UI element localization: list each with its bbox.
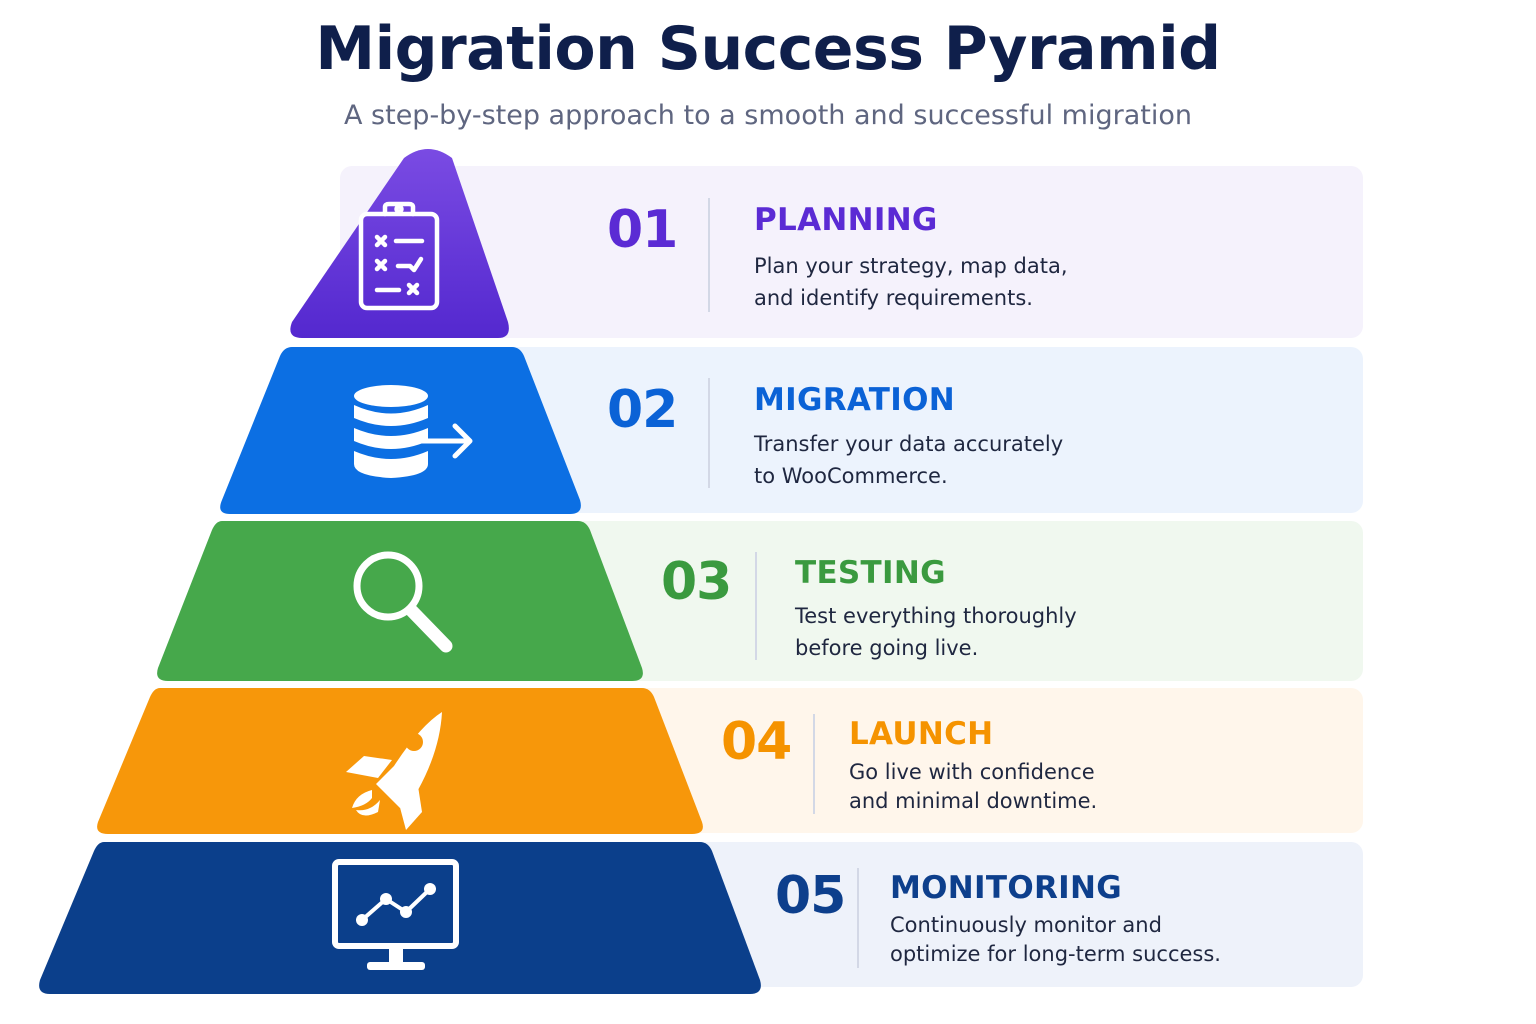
step-desc-line: and minimal downtime.	[849, 789, 1098, 813]
step-band-planning	[340, 166, 1363, 338]
pyramid-layer-testing	[157, 521, 643, 681]
step-desc-monitoring: Continuously monitor and optimize for lo…	[890, 911, 1221, 969]
step-divider	[755, 552, 757, 660]
step-divider	[857, 868, 859, 968]
step-desc-launch: Go live with confidence and minimal down…	[849, 758, 1097, 816]
step-desc-migration: Transfer your data accurately to WooComm…	[754, 428, 1063, 492]
step-divider	[813, 714, 815, 814]
step-desc-line: before going live.	[795, 636, 979, 660]
step-divider	[708, 198, 710, 312]
step-desc-line: optimize for long-term success.	[890, 942, 1221, 966]
step-desc-line: and identify requirements.	[754, 286, 1033, 310]
step-number-launch: 04	[721, 712, 792, 772]
magnifier-icon	[353, 551, 453, 653]
pyramid-layer-monitoring	[39, 842, 761, 994]
step-title-testing: TESTING	[795, 555, 946, 591]
step-desc-line: Transfer your data accurately	[754, 432, 1064, 456]
step-title-launch: LAUNCH	[849, 716, 994, 752]
step-desc-planning: Plan your strategy, map data, and identi…	[754, 250, 1068, 314]
step-band-migration	[420, 347, 1363, 513]
step-number-planning: 01	[607, 200, 678, 260]
step-title-planning: PLANNING	[754, 202, 938, 238]
step-desc-line: Go live with confidence	[849, 760, 1095, 784]
step-title-migration: MIGRATION	[754, 382, 955, 418]
step-desc-line: Plan your strategy, map data,	[754, 254, 1068, 278]
page-title: Migration Success Pyramid	[315, 14, 1221, 84]
database-transfer-icon	[354, 385, 473, 478]
rocket-icon	[346, 712, 442, 830]
pyramid-layer-migration	[220, 347, 581, 514]
step-desc-line: Test everything thoroughly	[795, 604, 1077, 628]
pyramid-layer-planning	[290, 149, 509, 338]
step-number-migration: 02	[607, 380, 678, 440]
monitor-chart-icon	[332, 859, 459, 970]
step-title-monitoring: MONITORING	[890, 870, 1122, 906]
step-desc-line: Continuously monitor and	[890, 913, 1162, 937]
step-number-monitoring: 05	[775, 866, 846, 926]
step-number-testing: 03	[661, 552, 732, 612]
step-desc-testing: Test everything thoroughly before going …	[795, 600, 1077, 664]
clipboard-checklist-icon	[358, 201, 440, 311]
step-divider	[708, 378, 710, 488]
page-subtitle: A step-by-step approach to a smooth and …	[343, 100, 1192, 131]
step-desc-line: to WooCommerce.	[754, 464, 948, 488]
